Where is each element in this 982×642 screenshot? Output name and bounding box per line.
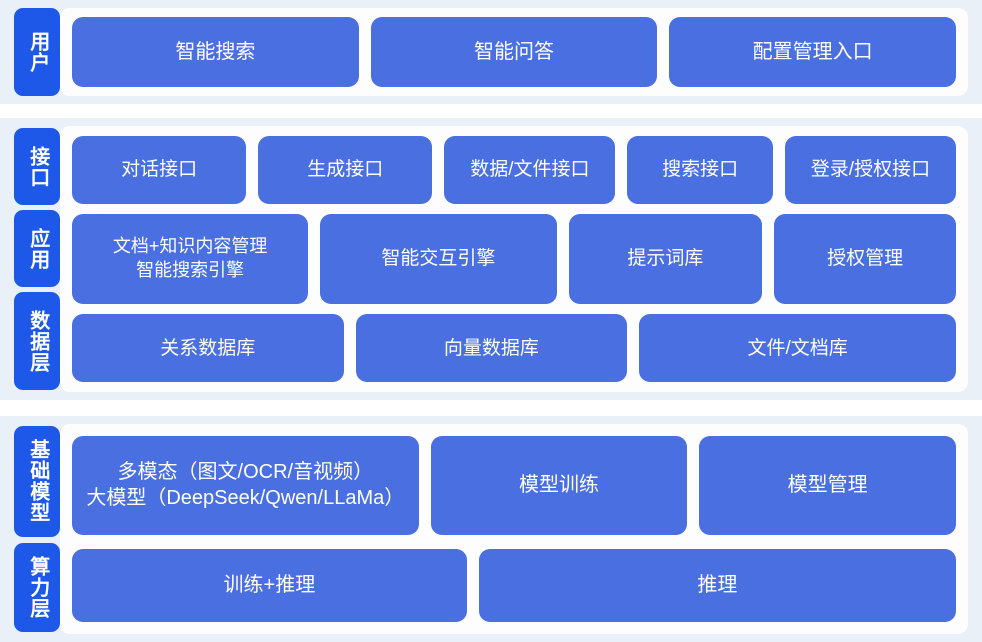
band-separator-2 <box>0 400 982 416</box>
node-training-inference[interactable]: 训练+推理 <box>72 548 467 623</box>
node-config-management-entry[interactable]: 配置管理入口 <box>669 17 957 87</box>
foundation-model-row: 多模态（图文/OCR/音视频） 大模型（DeepSeek/Qwen/LLaMa）… <box>72 436 956 535</box>
application-row: 文档+知识内容管理 智能搜索引擎 智能交互引擎 提示词库 授权管理 <box>72 213 956 305</box>
band-platform: 接口 应用 数据层 对话接口 生成接口 数据/文件接口 搜索接口 登录/授权接口… <box>0 118 982 400</box>
layer-badge-compute: 算力层 <box>14 542 60 632</box>
band-separator-1 <box>0 104 982 118</box>
node-login-auth-api[interactable]: 登录/授权接口 <box>784 136 956 204</box>
badge-column-user: 用户 <box>0 0 60 104</box>
node-model-management[interactable]: 模型管理 <box>699 436 956 535</box>
node-data-file-api[interactable]: 数据/文件接口 <box>444 136 616 204</box>
node-smart-interaction-engine[interactable]: 智能交互引擎 <box>320 213 557 305</box>
node-search-api[interactable]: 搜索接口 <box>627 136 773 204</box>
node-generation-api[interactable]: 生成接口 <box>258 136 433 204</box>
data-row: 关系数据库 向量数据库 文件/文档库 <box>72 314 957 382</box>
badge-column-platform: 接口 应用 数据层 <box>0 118 60 400</box>
node-dialog-api[interactable]: 对话接口 <box>72 136 247 204</box>
node-multimodal-large-model[interactable]: 多模态（图文/OCR/音视频） 大模型（DeepSeek/Qwen/LLaMa） <box>72 436 419 535</box>
interface-row: 对话接口 生成接口 数据/文件接口 搜索接口 登录/授权接口 <box>72 136 956 204</box>
compute-row: 训练+推理 推理 <box>72 548 956 623</box>
layer-badge-data: 数据层 <box>14 292 60 390</box>
band-infrastructure: 基础模型 算力层 多模态（图文/OCR/音视频） 大模型（DeepSeek/Qw… <box>0 416 982 642</box>
user-row: 智能搜索 智能问答 配置管理入口 <box>72 17 957 87</box>
layer-badge-user: 用户 <box>14 8 60 96</box>
card-user: 智能搜索 智能问答 配置管理入口 <box>60 8 968 96</box>
card-platform: 对话接口 生成接口 数据/文件接口 搜索接口 登录/授权接口 文档+知识内容管理… <box>60 126 968 392</box>
node-smart-search[interactable]: 智能搜索 <box>72 17 359 87</box>
node-vector-database[interactable]: 向量数据库 <box>355 314 628 382</box>
node-file-document-store[interactable]: 文件/文档库 <box>639 314 957 382</box>
node-smart-qa[interactable]: 智能问答 <box>370 17 658 87</box>
node-prompt-library[interactable]: 提示词库 <box>568 213 763 305</box>
node-doc-knowledge-management[interactable]: 文档+知识内容管理 智能搜索引擎 <box>72 213 309 305</box>
node-authorization-management[interactable]: 授权管理 <box>774 213 956 305</box>
band-user: 用户 智能搜索 智能问答 配置管理入口 <box>0 0 982 104</box>
node-relational-database[interactable]: 关系数据库 <box>72 314 344 382</box>
layer-badge-interface: 接口 <box>14 128 60 205</box>
card-infrastructure: 多模态（图文/OCR/音视频） 大模型（DeepSeek/Qwen/LLaMa）… <box>60 424 968 634</box>
layer-badge-foundation-model: 基础模型 <box>14 426 60 537</box>
badge-column-infrastructure: 基础模型 算力层 <box>0 416 60 642</box>
layer-badge-application: 应用 <box>14 210 60 287</box>
node-model-training[interactable]: 模型训练 <box>430 436 688 535</box>
node-inference[interactable]: 推理 <box>478 548 956 623</box>
